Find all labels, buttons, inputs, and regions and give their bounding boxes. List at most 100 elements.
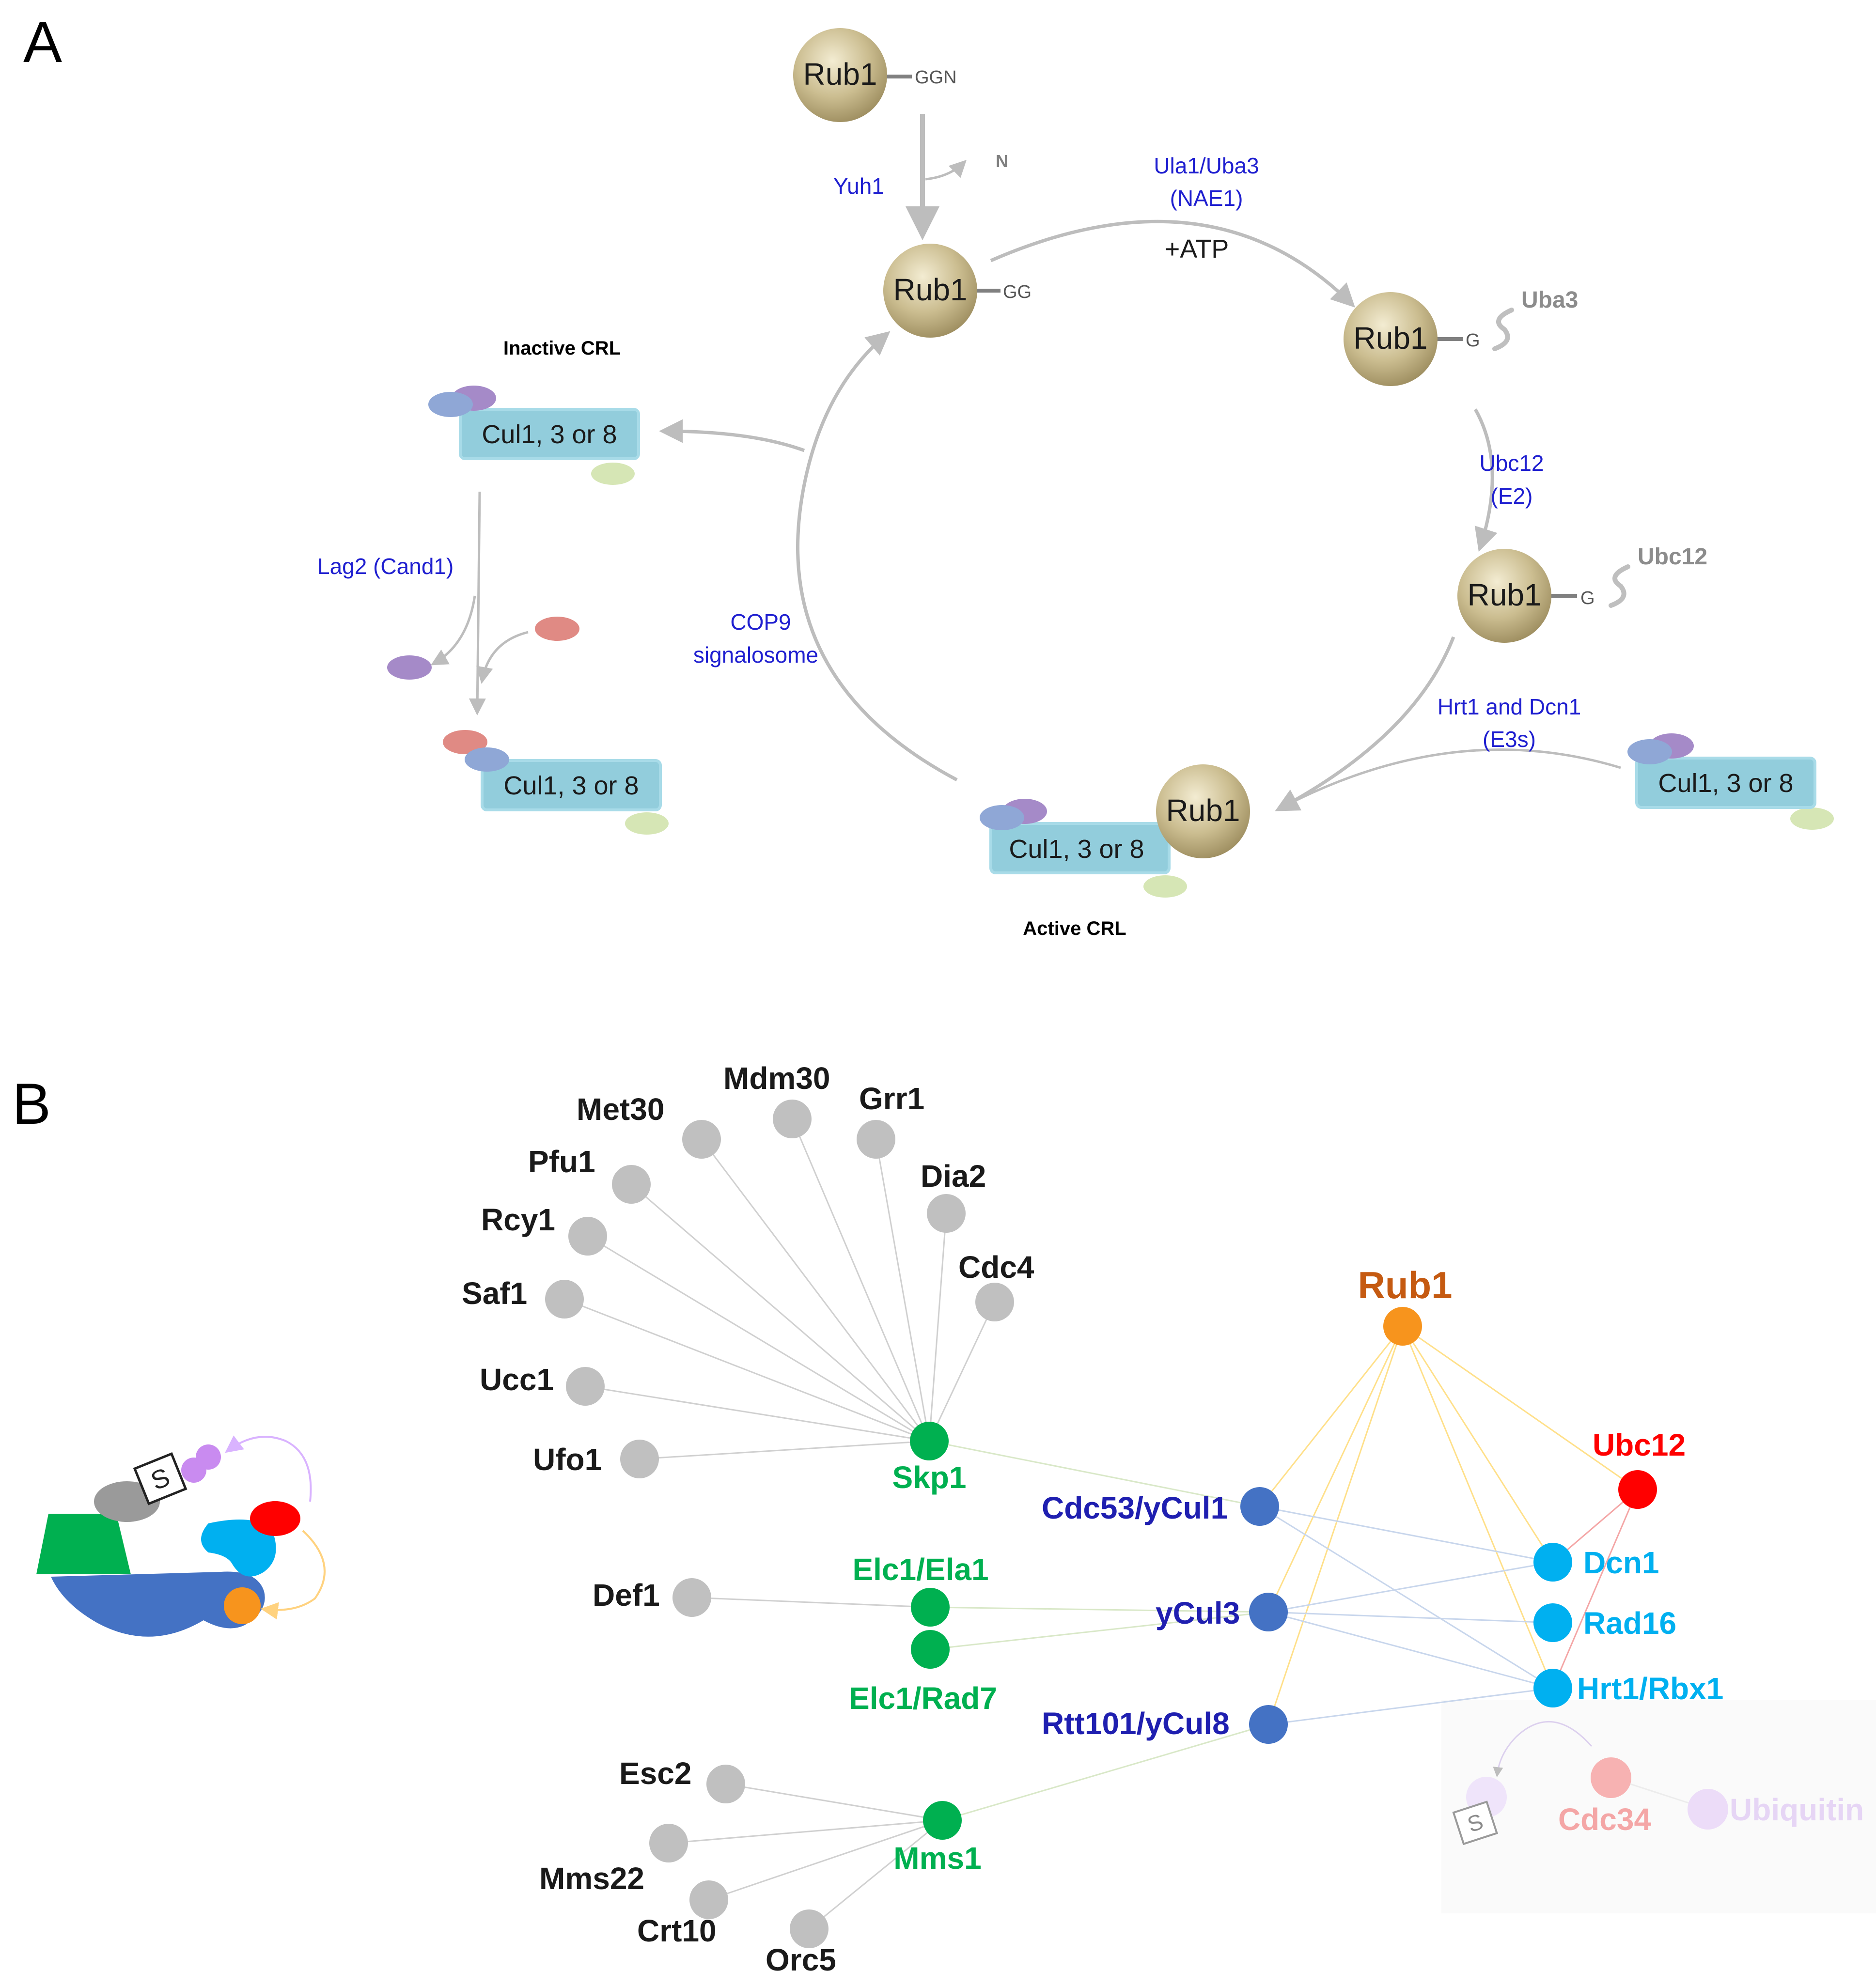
atp-label: +ATP bbox=[1165, 234, 1229, 264]
signalosome-label: signalosome bbox=[693, 642, 818, 667]
label-dcn1: Dcn1 bbox=[1583, 1545, 1659, 1580]
label-elc1-rad7: Elc1/Rad7 bbox=[849, 1681, 997, 1716]
edge bbox=[942, 1723, 1269, 1821]
rub1-label: Rub1 bbox=[893, 272, 968, 307]
ubc12-e2-label: Ubc12 bbox=[1480, 450, 1544, 476]
green-ellipse bbox=[1143, 875, 1187, 898]
rub1-ubc12-group: Rub1 G Ubc12 bbox=[1457, 544, 1707, 643]
cullin-box bbox=[989, 822, 1171, 874]
active-crl-label: Active CRL bbox=[1023, 918, 1126, 939]
node-ubiquitin bbox=[1688, 1789, 1728, 1830]
incoming-red-ellipse bbox=[535, 617, 579, 641]
edge bbox=[708, 1819, 943, 1901]
rub1-bead bbox=[1457, 549, 1551, 643]
skp1-edges bbox=[564, 1118, 996, 1460]
node-dia2 bbox=[927, 1194, 966, 1233]
crl-schematic: S bbox=[36, 1435, 326, 1637]
blue-ellipse bbox=[980, 805, 1024, 830]
e3-rbx-shape bbox=[201, 1520, 276, 1577]
blue-ellipse bbox=[1627, 739, 1672, 764]
label-def1: Def1 bbox=[593, 1578, 660, 1613]
rub1-ggn-group: Rub1 GGN bbox=[793, 28, 957, 122]
e3s-label: (E3s) bbox=[1483, 727, 1536, 752]
substrate-icon: S bbox=[133, 1452, 188, 1505]
node-saf1 bbox=[545, 1280, 584, 1319]
e2-transfer-arrow bbox=[1473, 408, 1498, 552]
edge bbox=[631, 1183, 930, 1442]
pathway-arrows bbox=[430, 114, 1621, 811]
edge bbox=[1268, 1611, 1553, 1689]
n-label: N bbox=[996, 151, 1008, 171]
active-crl-complex: Cul1, 3 or 8 Rub1 bbox=[980, 764, 1250, 898]
label-pfu1: Pfu1 bbox=[528, 1144, 595, 1179]
edge bbox=[928, 1302, 996, 1442]
edge bbox=[564, 1298, 930, 1442]
cullin-box bbox=[1635, 757, 1816, 809]
substrate-box bbox=[1452, 1800, 1499, 1846]
label-hrt1: Hrt1/Rbx1 bbox=[1577, 1671, 1723, 1706]
edge bbox=[875, 1139, 930, 1442]
gg-label: GG bbox=[1003, 282, 1032, 302]
edge bbox=[930, 1606, 1269, 1613]
edge bbox=[930, 1611, 1269, 1650]
e3s-enzyme-label: Hrt1 and Dcn1 bbox=[1438, 694, 1581, 719]
inactive-crl-label: Inactive CRL bbox=[503, 338, 621, 359]
n-release-arrow bbox=[925, 160, 967, 181]
label-orc5: Orc5 bbox=[766, 1942, 836, 1977]
rub1-label: Rub1 bbox=[1354, 321, 1428, 356]
hrt1-cdc34-arc bbox=[1493, 1721, 1593, 1778]
rub1-bead bbox=[224, 1587, 261, 1624]
e2-label: (E2) bbox=[1491, 483, 1533, 509]
edge bbox=[929, 1440, 1260, 1507]
edge bbox=[809, 1819, 943, 1930]
label-met30: Met30 bbox=[577, 1092, 664, 1127]
node-ufo1 bbox=[620, 1440, 659, 1478]
edge bbox=[1267, 1326, 1404, 1725]
ubiquitin-transfer-arrow bbox=[225, 1435, 312, 1502]
node-esc2 bbox=[706, 1765, 745, 1803]
released-purple-ellipse bbox=[387, 655, 432, 680]
node-cdc53 bbox=[1240, 1487, 1279, 1526]
label-crt10: Crt10 bbox=[637, 1913, 717, 1948]
blue-ellipse bbox=[465, 747, 509, 772]
lag2-cand1-label: Lag2 (Cand1) bbox=[317, 554, 453, 579]
label-rcy1: Rcy1 bbox=[481, 1202, 555, 1237]
node-mms22 bbox=[649, 1824, 688, 1862]
rub1-edges bbox=[1259, 1325, 1638, 1725]
cullin-nodes bbox=[1240, 1487, 1288, 1744]
edge bbox=[1402, 1326, 1554, 1689]
edge bbox=[701, 1139, 930, 1442]
rub1-transfer-arrow bbox=[260, 1530, 326, 1620]
ggn-label: GGN bbox=[915, 67, 957, 88]
edge bbox=[668, 1819, 943, 1844]
label-rtt101: Rtt101/yCul8 bbox=[1042, 1706, 1230, 1741]
node-rcy1 bbox=[568, 1217, 607, 1256]
node-pfu1 bbox=[612, 1165, 651, 1204]
rub1-label: Rub1 bbox=[803, 57, 877, 92]
ubc12-edges bbox=[1552, 1489, 1639, 1689]
adaptor-shape bbox=[36, 1514, 131, 1574]
edge bbox=[1268, 1687, 1553, 1725]
deneddylation-arrow bbox=[659, 419, 805, 452]
label-elc1-ela1: Elc1/Ela1 bbox=[852, 1552, 988, 1587]
rub1-gg-group: Rub1 GG bbox=[883, 244, 1032, 338]
e3-ligation-arrow bbox=[1275, 636, 1455, 811]
rub1-bead bbox=[1156, 764, 1250, 858]
label-ycul3: yCul3 bbox=[1156, 1596, 1240, 1630]
edge bbox=[725, 1783, 943, 1821]
node-labels: Met30 Mdm30 Grr1 Pfu1 Dia2 Rcy1 Cdc4 Saf… bbox=[462, 1061, 1864, 1977]
cop9-label: COP9 bbox=[730, 609, 791, 635]
cullin-label: Cul1, 3 or 8 bbox=[1658, 769, 1793, 798]
node-elc1-ela1 bbox=[911, 1588, 950, 1627]
edge bbox=[587, 1235, 930, 1442]
label-saf1: Saf1 bbox=[462, 1276, 527, 1311]
green-ellipse bbox=[625, 812, 669, 835]
node-rad16 bbox=[1533, 1603, 1572, 1642]
edge bbox=[1268, 1611, 1553, 1624]
node-rtt101 bbox=[1249, 1705, 1288, 1744]
rub1-bead bbox=[1344, 292, 1438, 386]
node-cdc4 bbox=[975, 1283, 1014, 1321]
edge bbox=[1402, 1325, 1638, 1490]
edge bbox=[1402, 1326, 1554, 1563]
